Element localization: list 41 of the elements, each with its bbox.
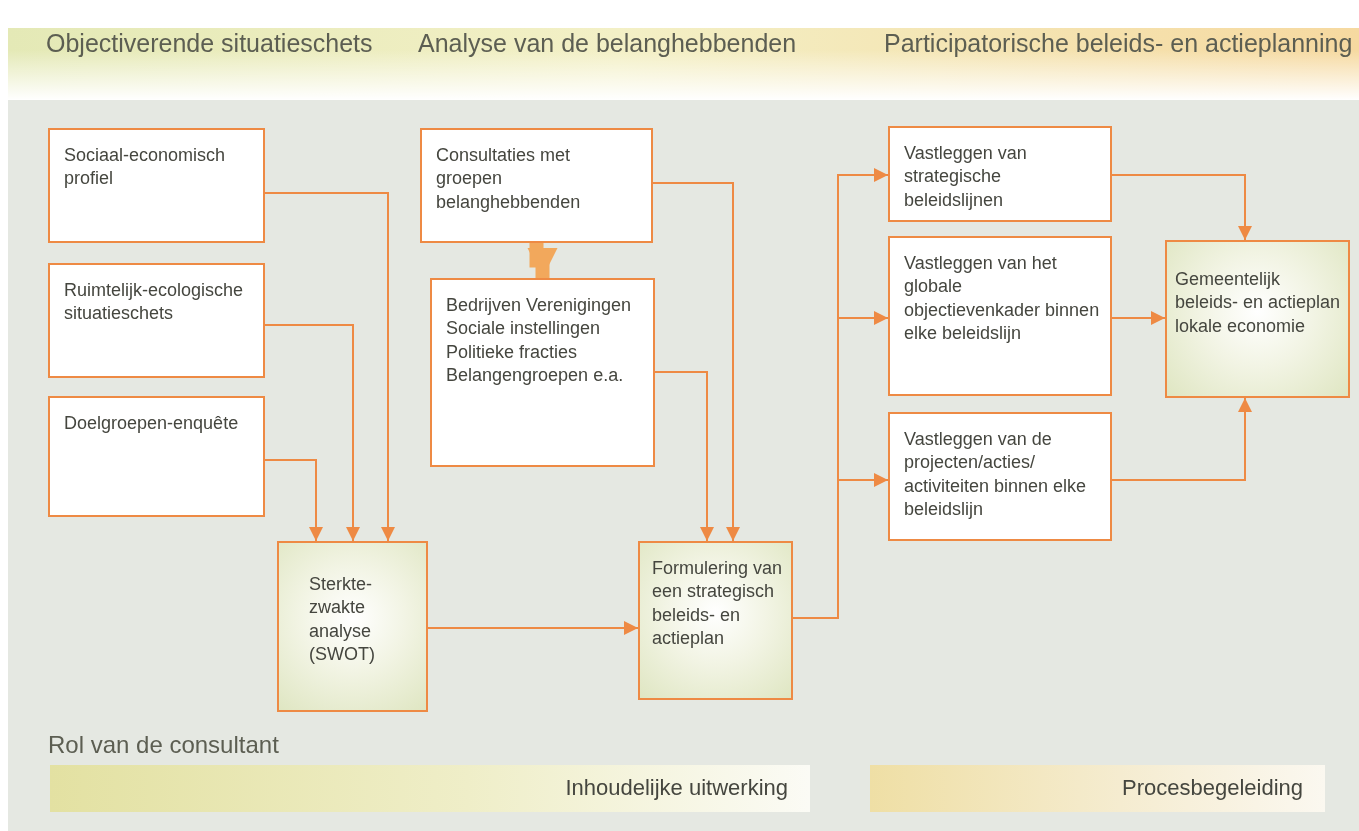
process-box [420,128,653,243]
process-box [888,126,1112,222]
process-box [48,396,265,517]
node-text: Consultaties met groepen belanghebbenden [436,144,582,214]
arrow [1111,174,1252,241]
section-heading: Rol van de consultant [48,731,279,760]
role-label: Procesbegeleiding [1121,774,1303,803]
process-box [888,236,1112,396]
result-box [1165,240,1350,398]
arrow [264,192,395,542]
node-text: Gemeentelijk beleids- en actieplan lokale economie [1175,268,1342,338]
phase-heading: Analyse van de belanghebbenden [418,28,797,58]
result-box [638,541,793,700]
arrow [427,621,639,635]
node-text: Vastleggen van strategische beleidslijnen [904,142,1028,212]
phase-heading: Participatorische beleids- en actieplanning [884,28,1353,58]
process-box [48,128,265,243]
arrow [264,324,360,542]
arrow [652,182,740,542]
arrow [1111,397,1252,481]
phase-heading: Objectiverende situatieschets [46,28,373,58]
node-text: Formulering van een strategisch beleids- en actieplan [652,557,783,651]
result-box [277,541,428,712]
role-label: Inhoudelijke uitwerking [565,774,788,803]
arrow [1111,311,1166,325]
role-bar [50,765,810,812]
node-text: Sterkte-zwakte analyse (SWOT) [309,573,376,667]
arrow [792,473,889,619]
block-arrow [527,243,558,278]
arrow [654,371,714,542]
node-text: Vastleggen van de projecten/acties/ activiteiten binnen elke beleidslijn [904,428,1088,522]
node-text: Ruimtelijk-ecologische situatieschets [64,279,245,326]
process-box [48,263,265,378]
process-box [888,412,1112,541]
node-text: Vastleggen van het globale objectievenkader binnen elke beleidslijn [904,252,1100,346]
node-text: Bedrijven Verenigingen Sociale instellingen Politieke fracties Belangengroepen e.a. [446,294,633,388]
role-bar [870,765,1325,812]
node-text: Doelgroepen-enquête [64,412,240,435]
process-box [430,278,655,467]
node-text: Sociaal-economisch profiel [64,144,227,191]
arrow [264,459,323,542]
